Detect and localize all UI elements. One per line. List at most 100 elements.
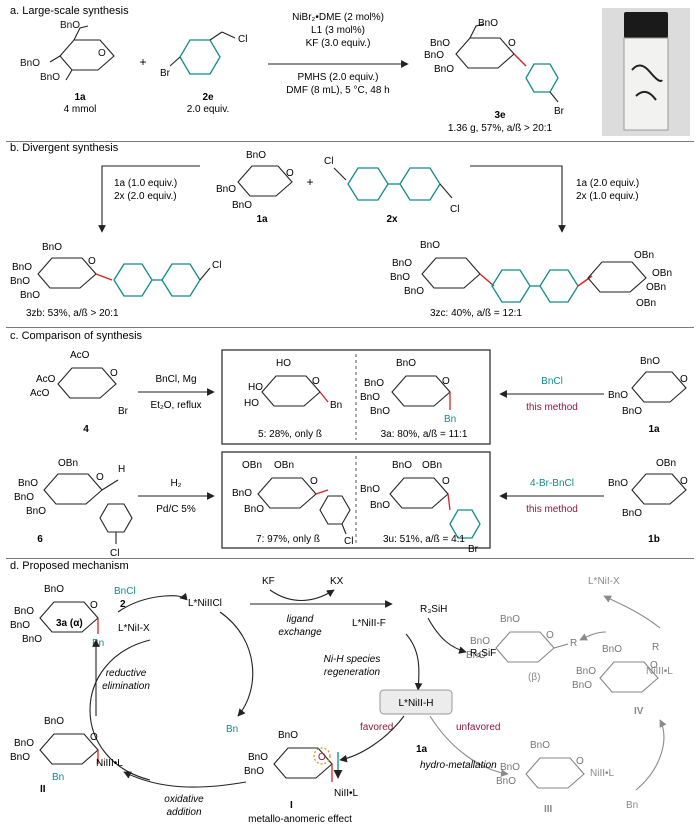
svg-text:BnO: BnO — [390, 272, 410, 283]
svg-text:BnO: BnO — [44, 716, 64, 727]
beta-left-arrow — [579, 631, 607, 641]
b-left-product: 3zb: 53%, a/ß > 20:1 — [26, 308, 119, 319]
svg-text:BnO: BnO — [216, 184, 236, 195]
svg-text:OBn: OBn — [274, 460, 294, 471]
svg-text:AcO: AcO — [70, 350, 90, 361]
comparison-box-2 — [221, 451, 491, 549]
svg-text:OBn: OBn — [58, 458, 78, 469]
svg-text:O: O — [650, 660, 658, 671]
svg-text:BnO: BnO — [470, 636, 490, 647]
unfavored-arrow — [429, 715, 509, 777]
svg-text:O: O — [312, 376, 320, 387]
svg-text:BnO: BnO — [496, 776, 516, 787]
intermediate-III: BnO BnO BnO O — [496, 740, 585, 789]
b-right-product: 3zc: 40%, a/ß = 12:1 — [430, 308, 522, 319]
svg-text:OBn: OBn — [422, 460, 442, 471]
silane-curve — [427, 617, 467, 654]
svg-text:OBn: OBn — [636, 298, 656, 309]
c-row2-box-right: 3u: 51%, a/ß = 4:1 — [383, 534, 465, 545]
mech-ni-ii-h: L*NiII-H — [398, 698, 433, 709]
product-3e-structure: Br BnO BnO BnO BnO O — [424, 18, 565, 117]
svg-text:BnO: BnO — [42, 242, 62, 253]
ni-h-box — [379, 689, 453, 715]
glucal-1a-b: BnO BnO BnO O — [216, 150, 294, 211]
svg-text:BnO: BnO — [434, 64, 454, 75]
mech-ni-iii-l-iv: NiIII•L — [646, 666, 673, 677]
mech-ox-add-1: oxidative — [164, 794, 204, 805]
svg-text:BnO: BnO — [364, 378, 384, 389]
svg-text:BnO: BnO — [22, 634, 42, 645]
svg-text:BnO: BnO — [392, 258, 412, 269]
svg-text:Cl: Cl — [212, 260, 221, 271]
cycle-top-arc — [117, 592, 188, 613]
svg-text:HO: HO — [248, 382, 263, 393]
sm2-amount: 2.0 equiv. — [187, 104, 230, 115]
svg-text:BnO: BnO — [500, 762, 520, 773]
sm1-amount: 4 mmol — [64, 104, 97, 115]
mech-favored: favored — [360, 722, 393, 733]
svg-text:Br: Br — [118, 406, 129, 417]
cycle-left-arc — [89, 639, 151, 781]
compound-7: OBn OBn BnO BnO O Cl — [232, 460, 353, 547]
mech-regen-1: Ni-H species — [324, 654, 381, 665]
mech-unfavored: unfavored — [456, 722, 500, 733]
svg-text:BnO: BnO — [430, 38, 450, 49]
c-row1-box-right: 3a: 80%, a/ß = 11:1 — [381, 429, 468, 440]
svg-text:BnO: BnO — [370, 406, 390, 417]
product-3zb: BnO BnO BnO BnO O Cl — [10, 242, 221, 301]
svg-text:Cl: Cl — [110, 548, 119, 559]
svg-text:R: R — [652, 642, 659, 653]
mech-bncl: BnCl — [114, 586, 136, 597]
svg-text:BnO: BnO — [232, 200, 252, 211]
mech-lig-ex-2: exchange — [278, 627, 322, 638]
favored-arrow — [339, 715, 405, 763]
c-row1-method: this method — [526, 402, 578, 413]
ox-add-arrow — [123, 771, 247, 788]
c-row2-method: this method — [526, 504, 578, 515]
compound-6: OBn BnO BnO BnO O H Cl — [14, 458, 133, 559]
svg-text:O: O — [90, 600, 98, 611]
svg-text:O: O — [310, 476, 318, 487]
compound-3u: BnO OBn BnO BnO O Br — [360, 460, 481, 555]
cond-a-2: L1 (3 mol%) — [311, 25, 365, 36]
label-bno-bot: BnO — [40, 72, 60, 83]
c-row2-reagent: 4-Br-BnCl — [530, 478, 574, 489]
c-row1-right-sm: 1a — [648, 424, 660, 435]
mech-metallo: metallo-anomeric effect — [248, 814, 352, 825]
label-bno-mid: BnO — [20, 58, 40, 69]
svg-text:Br: Br — [554, 106, 565, 117]
c-row1-cond-2: Et₂O, reflux — [150, 400, 201, 411]
beta-product: BnO BnO BnO O R — [466, 614, 577, 663]
mech-lig-ex-1: ligand — [287, 614, 314, 625]
svg-text:Cl: Cl — [344, 536, 353, 547]
intermediate-I: BnO BnO BnO O — [244, 730, 343, 782]
mech-red-elim-2: elimination — [102, 681, 150, 692]
mech-bn-radical-2: Bn — [626, 800, 638, 811]
c-row2-cond-1: H₂ — [170, 478, 181, 489]
svg-text:OBn: OBn — [646, 282, 666, 293]
svg-text:O: O — [90, 732, 98, 743]
svg-text:OBn: OBn — [652, 268, 672, 279]
compound-1a-c: BnO BnO BnO O — [608, 356, 688, 417]
svg-text:O: O — [576, 756, 584, 767]
svg-text:R: R — [570, 638, 577, 649]
kf-kx-curve — [269, 589, 335, 601]
mech-ni-iii-l: NiIII•L — [96, 758, 123, 769]
product-3e-yield: 1.36 g, 57%, a/ß > 20:1 — [448, 123, 553, 134]
beta-cycle-arrow — [635, 719, 667, 791]
divider-c-d — [6, 558, 694, 559]
b-sm1-label: 1a — [256, 214, 268, 225]
compound-4: AcO AcO AcO O Br — [30, 350, 129, 417]
svg-text:BnO: BnO — [18, 478, 38, 489]
svg-text:BnO: BnO — [370, 500, 390, 511]
mech-red-elim-1: reductive — [106, 668, 147, 679]
mech-ni-i-x: L*NiI-X — [118, 623, 150, 634]
b-right-cond-2: 2x (1.0 equiv.) — [576, 191, 639, 202]
mech-ni-ii-l-iii: NiII•L — [590, 768, 615, 779]
vial-photo — [602, 8, 690, 136]
svg-text:BnO: BnO — [12, 262, 32, 273]
svg-text:O: O — [546, 630, 554, 641]
mech-int-IV: IV — [634, 706, 644, 717]
mech-int-III: III — [544, 804, 553, 815]
compound-5: HO HO HO O Bn — [244, 358, 342, 411]
